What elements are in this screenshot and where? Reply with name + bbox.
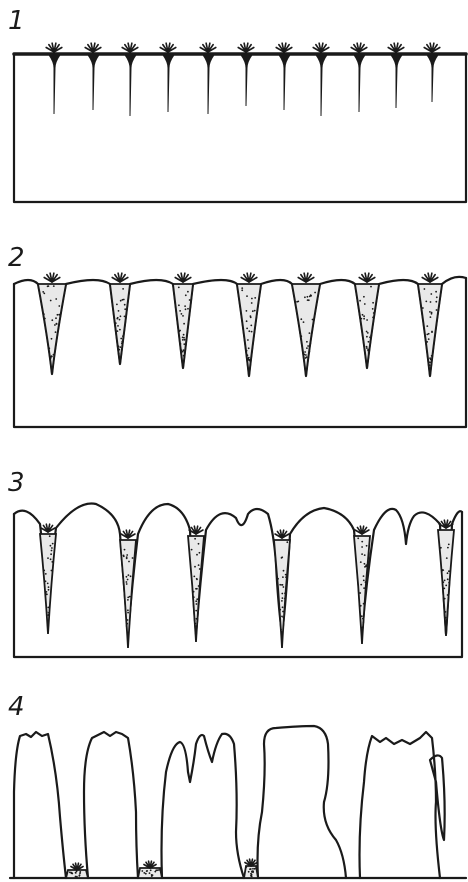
crevice [49,55,60,114]
crevice [88,55,99,110]
plant-tuft-icon [112,273,128,282]
plant-tuft-icon [200,43,216,52]
crevice [354,55,365,112]
plant-tuft-icon [298,273,314,282]
plant-tuft-icon [71,863,83,870]
stage-3-surface [14,504,462,637]
stage-2-diagram [0,262,468,432]
plant-tuft-icon [422,273,438,282]
plant-tuft-icon [122,43,138,52]
plant-tuft-icon [46,43,62,52]
plant-tuft-icon [44,273,60,282]
plant-tuft-icon [241,273,257,282]
crevice [163,55,174,112]
stage-3-karren [14,504,462,649]
stage-4-label: 4 [8,694,25,720]
plant-tuft-icon [175,273,191,282]
plant-tuft-icon [41,524,55,532]
crevice [316,55,327,116]
crevice [279,55,290,110]
plant-tuft-icon [245,859,257,866]
plant-tuft-icon [275,530,289,538]
soil-fill [237,284,261,376]
crevice [125,55,136,116]
plant-tuft-icon [355,526,369,534]
plant-tuft-icon [388,43,404,52]
plant-tuft-icon [144,861,156,868]
stage-4-pinnacle-3 [162,734,245,878]
plant-tuft-icon [359,273,375,282]
plant-tuft-icon [351,43,367,52]
stage-3-block [14,512,462,657]
soil-fill [38,284,66,374]
soil-fill [355,284,379,368]
stage-4-fissure [430,755,445,840]
stage-1-label: 1 [8,8,25,34]
plant-tuft-icon [121,530,135,538]
soil-fill [292,284,320,376]
stage-4-pinnacle-1 [14,732,66,878]
stage-1-diagram [0,38,468,208]
plant-tuft-icon [313,43,329,52]
plant-tuft-icon [85,43,101,52]
plant-tuft-icon [424,43,440,52]
stage-4-pinnacle-2 [84,732,138,878]
crevice [391,55,402,108]
plant-tuft-icon [276,43,292,52]
stage-3-diagram [0,494,468,664]
soil-fill [110,284,130,364]
crevice [427,55,438,102]
stage-2-karren [14,273,466,376]
stage-3-label: 3 [8,470,25,496]
stage-1-block [14,54,466,202]
crevice [241,55,252,106]
stage-4-diagram [0,722,468,882]
crevice [203,55,214,114]
stage-4-pinnacle-4 [258,726,347,878]
soil-fill [438,530,454,636]
stage-4-pinnacle-5 [360,732,441,878]
plant-tuft-icon [238,43,254,52]
plant-tuft-icon [160,43,176,52]
